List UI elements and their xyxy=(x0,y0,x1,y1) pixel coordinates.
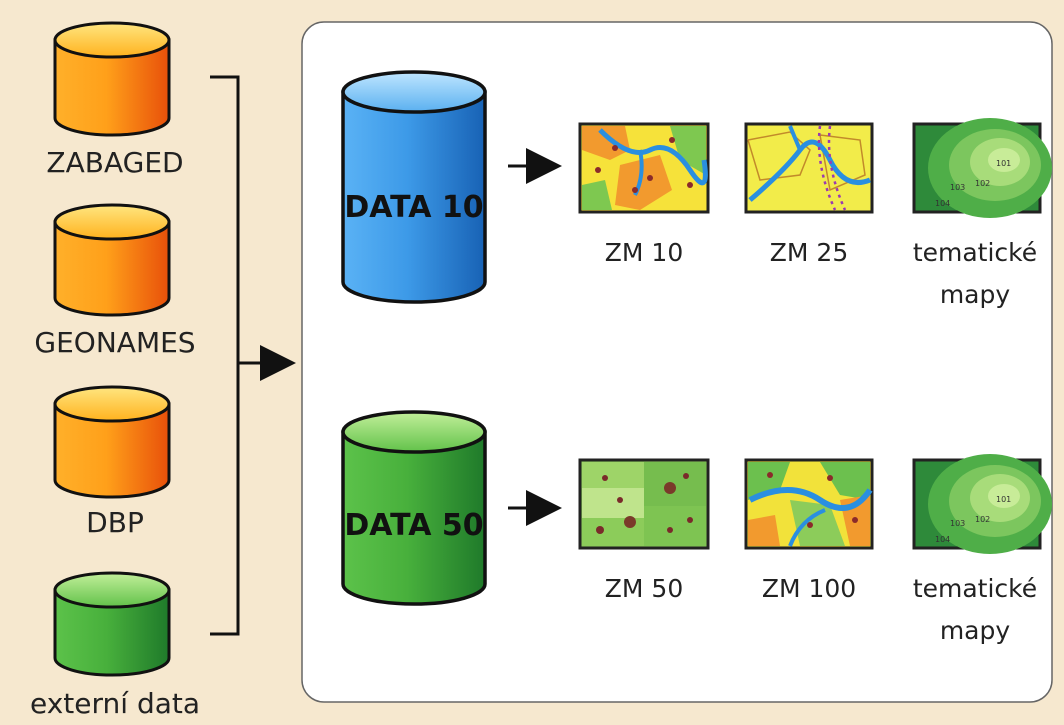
source-db-external-icon xyxy=(53,571,171,677)
svg-text:103: 103 xyxy=(950,519,965,528)
map-label-zm25: ZM 25 xyxy=(769,238,849,267)
map-zm100-thumbnail xyxy=(744,458,874,550)
map-zm25-thumbnail xyxy=(744,122,874,214)
database-data10-icon xyxy=(341,70,487,304)
svg-text:104: 104 xyxy=(935,535,950,544)
map-label-zm50: ZM 50 xyxy=(604,574,684,603)
source-db-zabaged-icon xyxy=(53,21,171,137)
svg-text:101: 101 xyxy=(996,495,1011,504)
map-label-thematic-2: tematické xyxy=(912,574,1038,603)
source-label-zabaged: ZABAGED xyxy=(46,146,184,179)
map-thematic-thumbnail-1: 101 102 103 104 xyxy=(912,118,1052,218)
svg-text:102: 102 xyxy=(975,179,990,188)
sources-bracket xyxy=(210,75,240,636)
map-zm10-thumbnail xyxy=(578,122,710,214)
source-db-geonames-icon xyxy=(53,203,171,317)
database-label-data50: DATA 50 xyxy=(344,508,484,543)
database-label-data10: DATA 10 xyxy=(344,190,484,225)
source-label-dbp: DBP xyxy=(86,506,144,539)
svg-text:104: 104 xyxy=(935,199,950,208)
map-zm50-thumbnail xyxy=(578,458,710,550)
svg-text:101: 101 xyxy=(996,159,1011,168)
source-label-geonames: GEONAMES xyxy=(34,326,196,359)
source-db-dbp-icon xyxy=(53,385,171,499)
map-label-zm10: ZM 10 xyxy=(604,238,684,267)
svg-text:103: 103 xyxy=(950,183,965,192)
map-label-thematic-1: tematické xyxy=(912,238,1038,267)
map-label-thematic-2-line2: mapy xyxy=(939,616,1011,645)
database-data50-icon xyxy=(341,410,487,606)
svg-text:102: 102 xyxy=(975,515,990,524)
source-label-external: externí data xyxy=(29,687,201,720)
map-label-thematic-1-line2: mapy xyxy=(939,280,1011,309)
map-label-zm100: ZM 100 xyxy=(761,574,857,603)
map-thematic-thumbnail-2: 101 102 103 104 xyxy=(912,454,1052,554)
